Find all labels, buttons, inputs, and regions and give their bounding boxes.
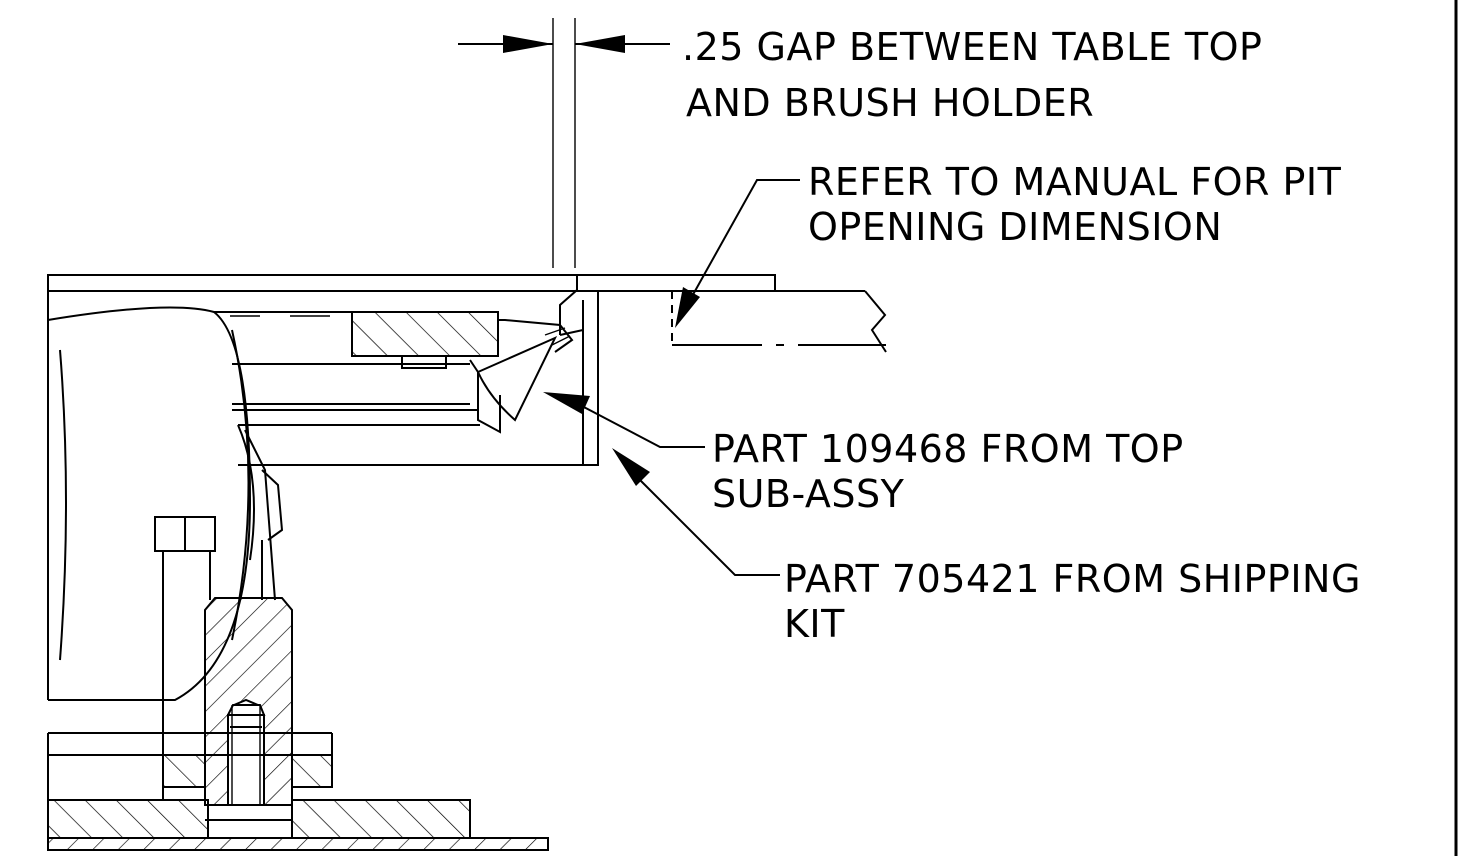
part-top-leader [543,392,705,448]
part-kit-note-line1: PART 705421 FROM SHIPPING [784,557,1361,601]
base-washers [47,732,333,800]
brush-holder-block [214,311,499,369]
gap-dimension [458,18,670,268]
part-top-note-line2: SUB-ASSY [712,472,905,516]
table-top [47,274,776,470]
shipping-kit-angle [559,275,599,466]
spacer-section [204,597,293,806]
pit-note-line1: REFER TO MANUAL FOR PIT [808,160,1342,204]
part-top-note-line1: PART 109468 FROM TOP [712,427,1184,471]
base-plate [47,799,549,851]
brush-part [469,319,574,434]
pit-opening [598,290,887,353]
pit-note-line2: OPENING DIMENSION [808,205,1222,249]
part-kit-note-line2: KIT [784,602,845,646]
shaft-rails [232,363,583,466]
gap-note-line1: .25 GAP BETWEEN TABLE TOP [682,25,1262,69]
gap-note-line2: AND BRUSH HOLDER [686,81,1094,125]
part-kit-leader [612,448,780,576]
hex-nut [154,516,216,552]
link-bracket [244,429,284,601]
pit-leader [675,179,800,328]
